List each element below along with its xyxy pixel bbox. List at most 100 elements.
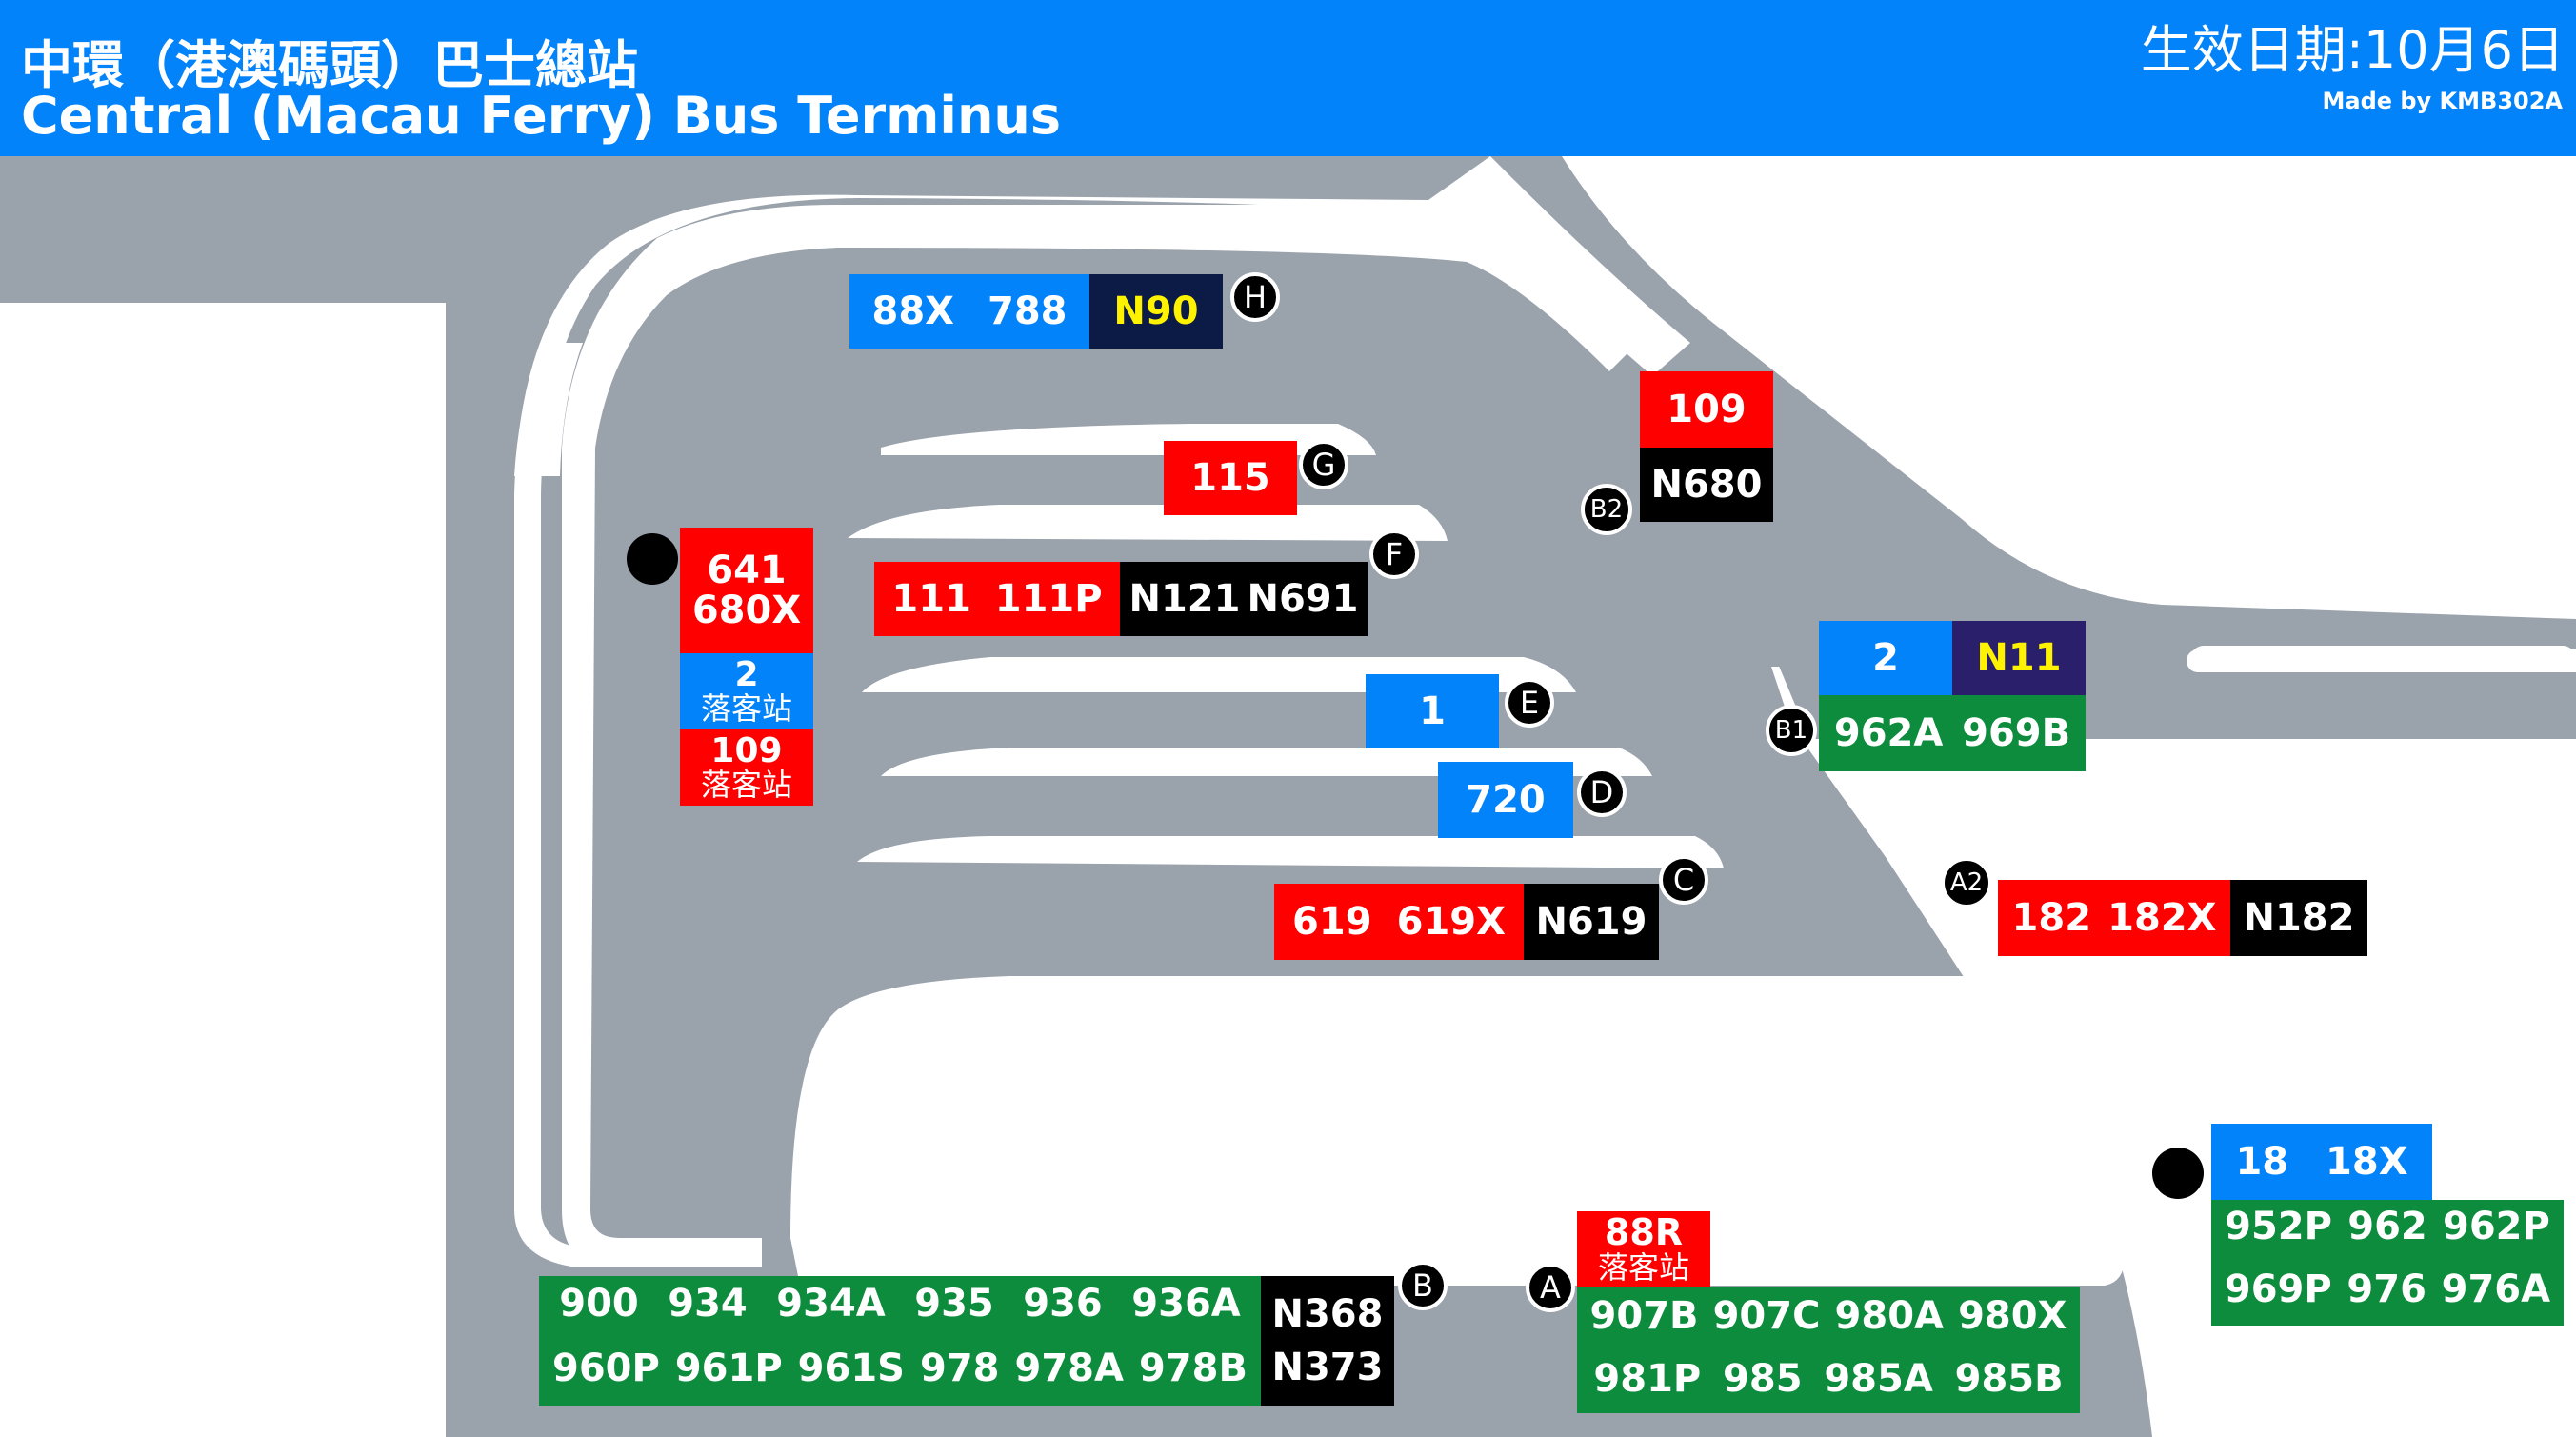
route: 18 <box>2235 1140 2289 1184</box>
stop-b-night: N368 N373 <box>1261 1276 1394 1406</box>
alight-label: 落客站 <box>700 690 792 728</box>
stop-marker-c: C <box>1659 855 1708 905</box>
route: 680X <box>691 589 802 632</box>
route: 969P <box>2224 1267 2332 1311</box>
stop-h-blue: 88X 788 <box>849 274 1089 349</box>
stop-b-green-1: 900 934 934A 935 936 936A <box>539 1276 1261 1331</box>
route: 88R <box>1604 1211 1684 1254</box>
stop-f-red: 111 111P <box>874 562 1120 636</box>
route: 934A <box>776 1282 886 1326</box>
route: 788 <box>987 289 1068 333</box>
route: 88X <box>871 289 954 333</box>
stop-a2-night: N182 <box>2230 880 2367 956</box>
stop-b1-night: N11 <box>1952 621 2086 695</box>
route: 934 <box>668 1282 748 1326</box>
route: 978B <box>1138 1347 1248 1390</box>
west-lane <box>514 343 583 476</box>
route: 962P <box>2443 1205 2550 1248</box>
stop-a2-red: 182 182X <box>1998 880 2230 956</box>
stop-a-alight-88r: 88R 落客站 <box>1577 1211 1710 1287</box>
stop-east-green-1: 952P 962 962P <box>2211 1200 2564 1253</box>
route: 935 <box>914 1282 994 1326</box>
route: N368 <box>1271 1292 1384 1336</box>
island-north-east <box>1476 156 2576 648</box>
route: 961S <box>797 1347 905 1390</box>
stop-marker-f: F <box>1369 529 1419 579</box>
route: 952P <box>2225 1205 2332 1248</box>
stop-b2-night: N680 <box>1640 448 1773 522</box>
route: 936A <box>1131 1282 1241 1326</box>
stop-marker-h: H <box>1230 272 1280 322</box>
stop-a-green-1: 907B 907C 980A 980X <box>1577 1287 2080 1345</box>
route: 641 <box>707 549 787 592</box>
island-south <box>790 976 2125 1286</box>
route: N182 <box>2243 896 2355 940</box>
route: N11 <box>1976 636 2062 680</box>
header-bar: 中環（港澳碼頭）巴士總站 Central (Macau Ferry) Bus T… <box>0 0 2576 156</box>
platform-c <box>857 836 1724 868</box>
stop-east-green-2: 969P 976 976A <box>2211 1253 2564 1326</box>
route: 182 <box>2011 896 2092 940</box>
route: 115 <box>1190 456 1270 500</box>
credit: Made by KMB302A <box>2322 88 2563 114</box>
route: 961P <box>674 1347 783 1390</box>
platform-f <box>848 505 1448 541</box>
stop-b1-blue: 2 <box>1819 621 1952 695</box>
route: N373 <box>1271 1346 1384 1389</box>
route: 2 <box>1872 636 1899 680</box>
route: 111 <box>891 577 971 621</box>
title-en: Central (Macau Ferry) Bus Terminus <box>21 86 1061 146</box>
route: 980X <box>1958 1294 2067 1338</box>
route: 976 <box>2346 1267 2426 1311</box>
route: 985 <box>1723 1357 1803 1401</box>
route: 978 <box>919 1347 1000 1390</box>
stop-marker-d: D <box>1577 768 1627 817</box>
title-zh: 中環（港澳碼頭）巴士總站 <box>21 35 638 95</box>
route: 900 <box>559 1282 639 1326</box>
route: 907B <box>1589 1294 1699 1338</box>
route: 981P <box>1593 1357 1702 1401</box>
alight-label: 落客站 <box>1597 1249 1689 1287</box>
route: 936 <box>1023 1282 1103 1326</box>
route: 985A <box>1824 1357 1933 1401</box>
route: 969B <box>1962 711 2071 755</box>
effective-date: 生效日期:10月6日 <box>2140 20 2565 80</box>
route: 720 <box>1466 778 1546 822</box>
stop-west-alight-2: 2 落客站 <box>680 653 813 729</box>
route: 109 <box>710 731 783 771</box>
route: 960P <box>552 1347 660 1390</box>
stop-marker-b2: B2 <box>1581 484 1632 535</box>
stop-e-blue: 1 <box>1366 674 1499 748</box>
route: 976A <box>2441 1267 2551 1311</box>
loop-ring <box>514 156 1690 1267</box>
stop-h-night: N90 <box>1089 274 1223 349</box>
route: 109 <box>1667 388 1747 431</box>
stop-marker-a: A <box>1526 1263 1575 1312</box>
route: N691 <box>1247 577 1359 621</box>
stop-marker-e: E <box>1505 678 1554 728</box>
stop-marker-b1: B1 <box>1766 705 1817 756</box>
route: 962 <box>2347 1205 2427 1248</box>
stop-b2-red: 109 <box>1640 371 1773 448</box>
island-west <box>0 303 446 1437</box>
stop-f-night: N121 N691 <box>1120 562 1368 636</box>
stop-c-red: 619 619X <box>1274 884 1524 960</box>
route: 182X <box>2107 896 2217 940</box>
route: N619 <box>1535 900 1647 944</box>
route: N680 <box>1650 463 1763 507</box>
stop-dot-west <box>627 533 678 585</box>
route: 111P <box>994 577 1103 621</box>
stop-west-red: 641 680X <box>680 528 813 653</box>
route: 619X <box>1396 900 1506 944</box>
route: 980A <box>1834 1294 1944 1338</box>
stop-marker-b: B <box>1398 1261 1448 1310</box>
route: 619 <box>1292 900 1372 944</box>
route: 18X <box>2326 1140 2408 1184</box>
route: N121 <box>1128 577 1241 621</box>
stop-d-blue: 720 <box>1438 762 1573 838</box>
stop-west-alight-109: 109 落客站 <box>680 729 813 806</box>
route: N90 <box>1113 289 1199 333</box>
route: 962A <box>1833 711 1944 755</box>
